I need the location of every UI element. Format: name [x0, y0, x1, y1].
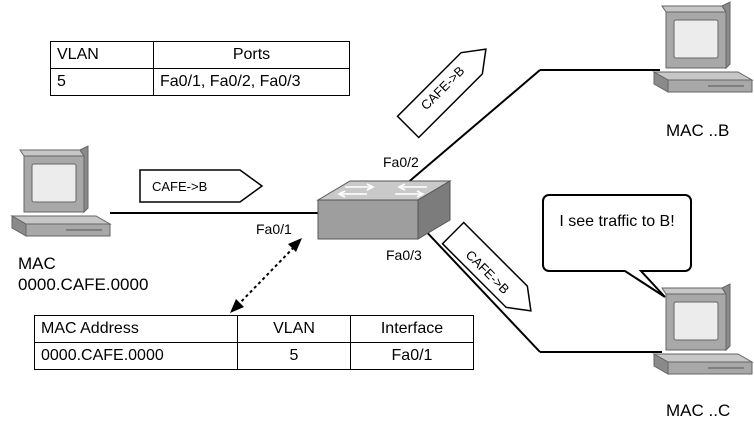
host-c-label: MAC ..C: [666, 401, 731, 420]
mac-address-table: MAC Address VLAN Interface 0000.CAFE.000…: [34, 315, 474, 370]
speech-bubble-text: I see traffic to B!: [559, 213, 675, 230]
host-a-label-line1: MAC: [18, 254, 56, 273]
link-switch-c: [419, 224, 541, 353]
port-label-fa01: Fa0/1: [256, 221, 292, 237]
frame-tag-to-c: [441, 221, 532, 312]
port-label-fa03: Fa0/3: [386, 247, 422, 263]
vlan-table-header: VLAN Ports: [50, 41, 350, 69]
vlan-cell: 5: [237, 342, 351, 370]
computer-a-icon: [10, 145, 112, 237]
frame-tag-to-switch: [139, 169, 264, 203]
vlan-cell: 5: [50, 68, 154, 96]
table-row: 0000.CAFE.0000 5 Fa0/1: [34, 342, 474, 370]
vlan-table: VLAN Ports 5 Fa0/1, Fa0/2, Fa0/3: [50, 41, 350, 96]
host-a-label-line2: 0000.CAFE.0000: [18, 275, 149, 294]
frame-tag-to-switch-text: CAFE->B: [152, 179, 208, 194]
interface-header-cell: Interface: [350, 315, 474, 343]
switch-icon: [316, 180, 452, 240]
ports-header-cell: Ports: [153, 41, 350, 69]
mac-address-cell: 0000.CAFE.0000: [34, 342, 238, 370]
computer-b-icon: [652, 1, 754, 93]
host-b-label: MAC ..B: [666, 121, 730, 140]
speech-bubble: [542, 194, 692, 298]
port-label-fa02: Fa0/2: [383, 154, 419, 170]
link-switch-b: [404, 69, 541, 186]
ports-cell: Fa0/1, Fa0/2, Fa0/3: [153, 68, 350, 96]
frame-tag-to-b: [396, 48, 487, 139]
computer-c-icon: [652, 283, 754, 375]
mac-table-header: MAC Address VLAN Interface: [34, 315, 474, 343]
lookup-arrow: [230, 238, 302, 313]
mac-address-header-cell: MAC Address: [34, 315, 238, 343]
table-row: 5 Fa0/1, Fa0/2, Fa0/3: [50, 68, 350, 96]
vlan-header-cell: VLAN: [237, 315, 351, 343]
interface-cell: Fa0/1: [350, 342, 474, 370]
vlan-header-cell: VLAN: [50, 41, 154, 69]
